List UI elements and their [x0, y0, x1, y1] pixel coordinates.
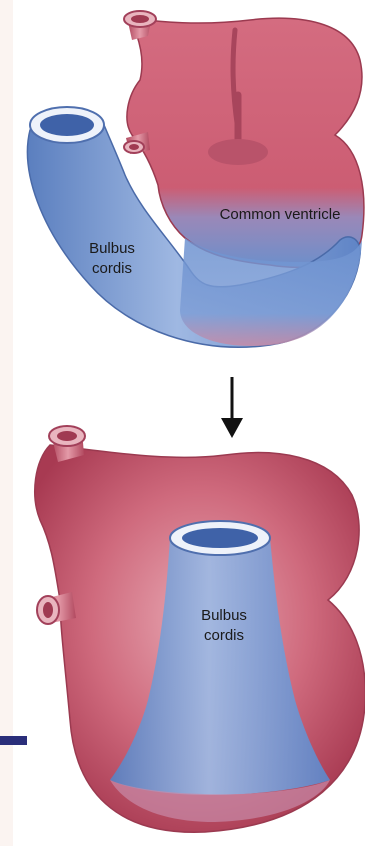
septum-base	[208, 139, 268, 165]
top-lower-vessel	[124, 132, 150, 154]
top-bulbus-label-line1: Bulbus	[89, 240, 135, 257]
top-bulbus-opening	[40, 114, 94, 136]
down-arrow-icon	[221, 377, 243, 438]
bottom-bulbus-opening	[182, 528, 258, 548]
bottom-heart: Bulbus cordis	[35, 426, 365, 832]
top-common-ventricle-label: Common ventricle	[220, 206, 341, 223]
bottom-bulbus-label-line1: Bulbus	[201, 607, 247, 624]
top-heart: Common ventricle Bulbus cordis	[28, 11, 364, 347]
bottom-bulbus-label-line2: cordis	[204, 627, 244, 644]
top-bulbus-label-line2: cordis	[92, 260, 132, 277]
